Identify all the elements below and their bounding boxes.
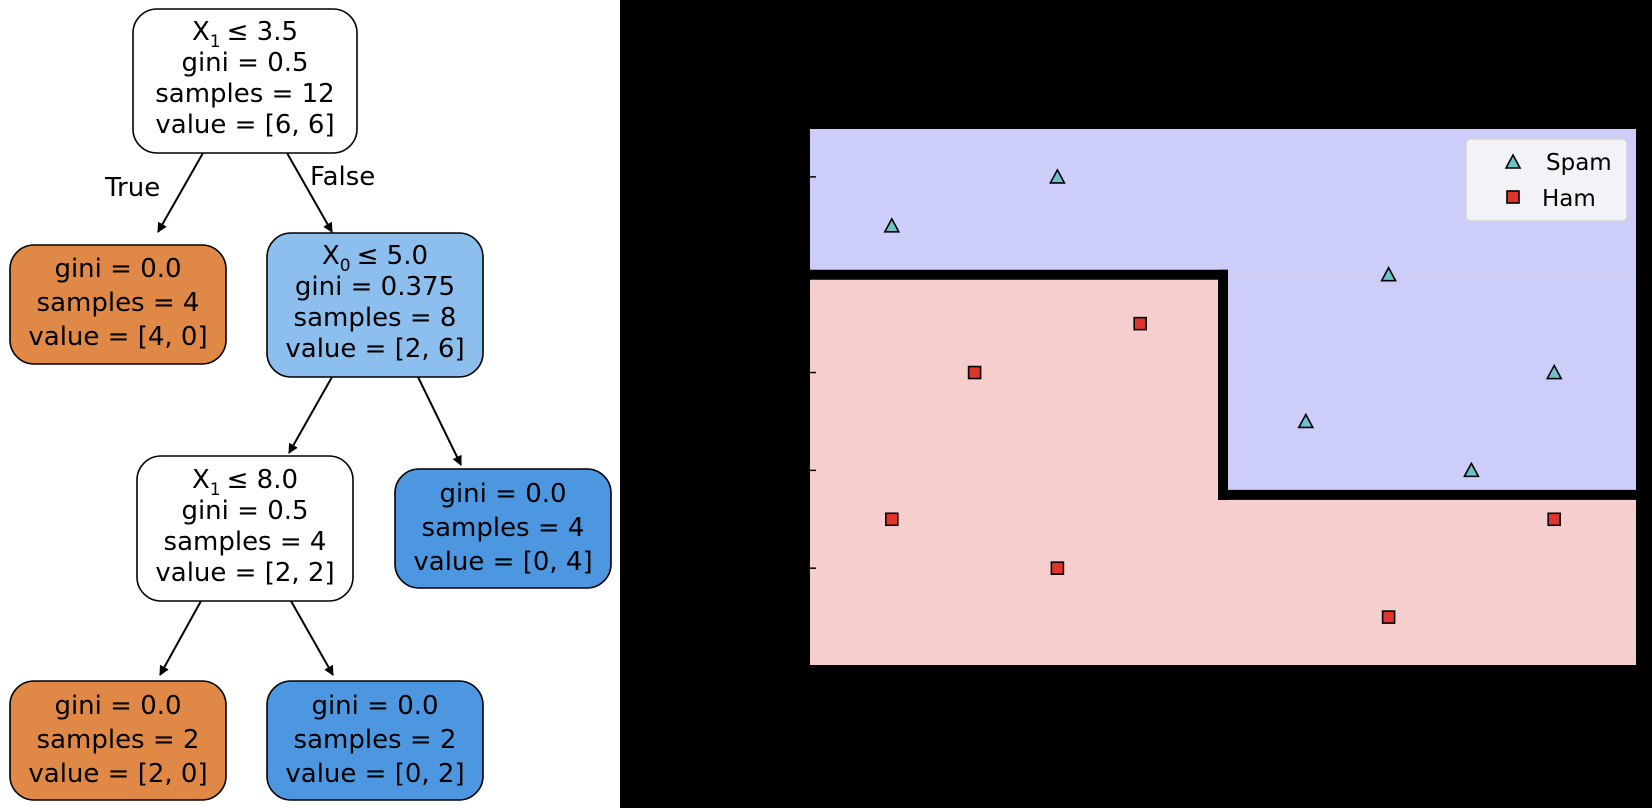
feature-var: X: [192, 465, 210, 495]
node-value: value = [2, 0]: [28, 759, 207, 789]
node-box: [9, 244, 227, 365]
node-value: value = [0, 2]: [285, 759, 464, 789]
node-gini: gini = 0.375: [295, 272, 455, 302]
tree-node-left-leaf: gini = 0.0 samples = 4 value = [4, 0]: [9, 244, 227, 365]
feature-sub: 1: [210, 32, 221, 52]
tree-node-split-x1b: X1 ≤ 8.0 gini = 0.5 samples = 4 value = […: [136, 455, 354, 602]
node-samples: samples = 8: [294, 303, 457, 333]
decision-tree-svg: True False X1≤ 3.5 gini = 0.5 samples = …: [9, 8, 612, 801]
edge-label-true: True: [104, 173, 160, 203]
spam-point: [1380, 266, 1397, 282]
plot-frame: [808, 127, 1638, 667]
node-samples: samples = 2: [37, 725, 200, 755]
tree-edges: [157, 152, 462, 676]
edge-x1b-left: [159, 600, 202, 676]
decision-tree-diagram: True False X1≤ 3.5 gini = 0.5 samples = …: [0, 0, 620, 808]
legend-label-spam: Spam: [1546, 150, 1612, 176]
decision-boundary-plot: Spam Ham: [620, 0, 1652, 808]
feature-sub: 0: [340, 256, 351, 276]
node-split-label: X1 ≤ 8.0: [192, 465, 298, 500]
spam-point: [1545, 363, 1563, 380]
spam-region-right: [1223, 274, 1637, 495]
legend-ham-marker: [1506, 190, 1520, 204]
node-box: [9, 680, 227, 801]
ham-point: [1050, 561, 1065, 575]
node-value: value = [6, 6]: [155, 110, 334, 140]
tree-node-lr-leaf: gini = 0.0 samples = 2 value = [0, 2]: [266, 680, 484, 801]
node-gini: gini = 0.0: [439, 479, 566, 509]
legend: Spam Ham: [1465, 138, 1628, 222]
node-box: [132, 8, 358, 154]
node-value: value = [2, 6]: [285, 334, 464, 364]
node-box: [266, 232, 484, 378]
edge-root-right: [286, 152, 333, 233]
ham-point: [1381, 610, 1396, 624]
node-box: [394, 468, 612, 589]
node-gini: gini = 0.0: [311, 691, 438, 721]
edge-label-false: False: [310, 162, 375, 192]
node-value: value = [4, 0]: [28, 322, 207, 352]
spam-point: [883, 217, 901, 233]
legend-label-ham: Ham: [1542, 186, 1596, 212]
axis-ticks: [809, 176, 816, 569]
edge-x0-left: [288, 376, 333, 454]
feature-var: X: [322, 241, 340, 271]
threshold: ≤ 3.5: [227, 17, 298, 47]
node-box: [266, 680, 484, 801]
node-gini: gini = 0.5: [181, 48, 308, 78]
tree-node-right-leaf: gini = 0.0 samples = 4 value = [0, 4]: [394, 468, 612, 589]
node-samples: samples = 4: [422, 513, 585, 543]
node-split-label: X0 ≤ 5.0: [322, 241, 428, 276]
node-value: value = [0, 4]: [413, 547, 592, 577]
node-value: value = [2, 2]: [155, 558, 334, 588]
threshold: ≤ 5.0: [357, 241, 428, 271]
feature-sub: 1: [210, 480, 221, 500]
data-points: [883, 168, 1563, 624]
edge-root-left: [157, 152, 204, 233]
spam-point: [1049, 168, 1066, 184]
edge-x0-right: [417, 376, 462, 466]
ham-point: [1133, 316, 1148, 331]
decision-boundary-svg: Spam Ham: [804, 127, 1642, 667]
ham-point: [1547, 512, 1562, 527]
tree-node-ll-leaf: gini = 0.0 samples = 2 value = [2, 0]: [9, 680, 227, 801]
tree-node-root: X1 ≤ 3.5 gini = 0.5 samples = 12 value = …: [132, 8, 358, 154]
node-gini: gini = 0.0: [54, 254, 181, 284]
node-box: [136, 455, 354, 602]
legend-spam-marker: [1504, 153, 1522, 169]
node-samples: samples = 12: [155, 79, 334, 109]
threshold: ≤ 8.0: [227, 465, 298, 495]
node-samples: samples = 4: [164, 527, 327, 557]
spam-point: [1463, 461, 1480, 478]
feature-var: X: [192, 17, 210, 47]
edge-x1b-right: [290, 600, 334, 676]
node-split-label: X1 ≤ 3.5: [192, 17, 298, 52]
node-gini: gini = 0.5: [181, 496, 308, 526]
ham-point: [967, 365, 982, 380]
tree-node-split-x0: X0 ≤ 5.0 gini = 0.375 samples = 8 value =…: [266, 232, 484, 378]
node-gini: gini = 0.0: [54, 691, 181, 721]
node-samples: samples = 2: [294, 725, 457, 755]
ham-point: [884, 512, 899, 527]
node-samples: samples = 4: [37, 288, 200, 318]
decision-boundary: [804, 269, 1642, 500]
spam-point: [1297, 412, 1315, 429]
